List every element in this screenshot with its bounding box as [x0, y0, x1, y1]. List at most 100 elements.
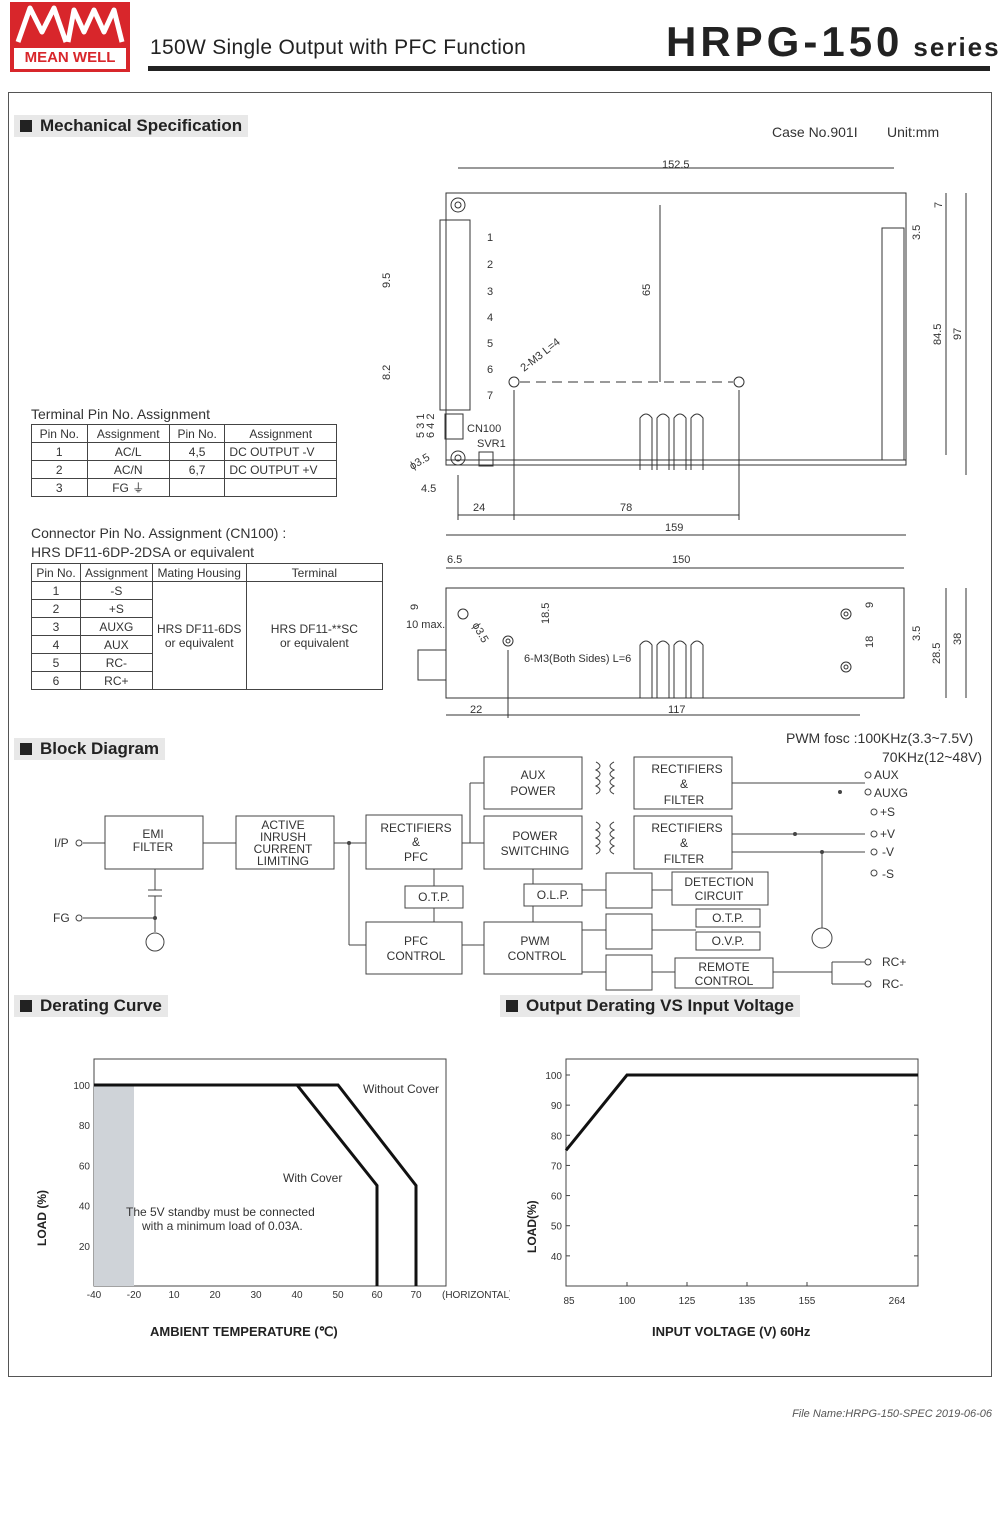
dim-text: 152.5	[662, 159, 690, 171]
x-tick-label: 30	[250, 1290, 262, 1301]
table-cell: -S	[80, 581, 153, 600]
rect-filter-label: &	[680, 777, 688, 791]
series-label: With Cover	[283, 1171, 342, 1185]
olp-label: O.L.P.	[537, 888, 569, 902]
table-cell: AUXG	[80, 617, 153, 636]
output-label: -V	[882, 845, 894, 859]
y-tick-label: 60	[551, 1192, 563, 1203]
dim-text: 3.5	[911, 626, 923, 641]
x-note: (HORIZONTAL)	[442, 1290, 510, 1301]
dim-text: 9.5	[381, 273, 393, 288]
y-axis-label: LOAD(%)	[525, 1200, 539, 1253]
table-header: Pin No.	[31, 563, 81, 582]
power-switching-label: SWITCHING	[501, 844, 570, 858]
mean-well-logo	[10, 2, 130, 72]
x-axis-label: INPUT VOLTAGE (V) 60Hz	[652, 1324, 811, 1339]
model-name: HRPG-150	[666, 18, 904, 65]
pwm-control-label: CONTROL	[508, 949, 567, 963]
content-frame	[8, 92, 992, 1377]
file-name-footer: File Name:HRPG-150-SPEC 2019-06-06	[792, 1408, 992, 1420]
dim-text: 6-M3(Both Sides) L=6	[524, 653, 631, 665]
plot-frame	[565, 1058, 919, 1287]
inrush-label: LIMITING	[257, 854, 309, 868]
connector-table: Pin No. Assignment Mating Housing Termin…	[31, 563, 384, 690]
rect-filter-label: FILTER	[664, 852, 705, 866]
dim-text: 10 max.	[406, 619, 445, 631]
series-line	[94, 1083, 379, 1286]
dim-text: 159	[665, 522, 683, 534]
terminal-part-cell: HRS DF11-**SC or equivalent	[245, 581, 384, 690]
output-label: RC-	[882, 977, 903, 991]
ovp-label: O.V.P.	[712, 934, 745, 948]
dim-text: 2-M3 L=4	[518, 336, 562, 374]
dim-text: 84.5	[932, 324, 944, 345]
terminal-part-line: or equivalent	[279, 635, 349, 650]
table-cell: AC/L	[86, 442, 170, 461]
dim-text: 150	[672, 554, 690, 566]
output-label: +V	[880, 827, 895, 841]
output-label: -S	[882, 867, 894, 881]
dim-text: 6.5	[447, 554, 462, 566]
table-cell: +S	[80, 599, 153, 618]
table-cell: 2	[31, 460, 88, 479]
table-cell: DC OUTPUT +V	[224, 460, 337, 479]
dim-text: CN100	[467, 423, 501, 435]
dim-text: 4.5	[421, 483, 436, 495]
cn-pins-label: 5 3 1	[415, 414, 427, 438]
dim-text: ϕ3.5	[469, 621, 490, 646]
emi-label: EMI	[142, 827, 163, 841]
dim-text: ϕ3.5	[408, 451, 433, 472]
x-axis-label: AMBIENT TEMPERATURE (℃)	[150, 1324, 338, 1339]
table-cell: 5	[31, 653, 81, 672]
pfc-control-label: CONTROL	[387, 949, 446, 963]
pin-label: 7	[487, 390, 493, 402]
otp1-label: O.T.P.	[418, 890, 450, 904]
y-tick-label: 50	[551, 1222, 563, 1233]
model-title: HRPG-150 series	[666, 18, 1000, 66]
y-tick-label: 100	[545, 1071, 562, 1082]
dim-text: 22	[470, 704, 482, 716]
mating-housing-cell: HRS DF11-6DS or equivalent	[151, 581, 247, 690]
table-cell: AC/N	[86, 460, 170, 479]
table-row: 2 AC/N 6,7 DC OUTPUT +V	[31, 460, 337, 479]
rect-filter-label: FILTER	[664, 793, 705, 807]
dim-text: 24	[473, 502, 485, 514]
dim-text: 65	[641, 284, 653, 296]
x-tick-label: 40	[291, 1290, 303, 1301]
y-axis-label: LOAD (%)	[35, 1190, 49, 1246]
table-header: Assignment	[224, 424, 337, 443]
table-cell: 1	[31, 581, 81, 600]
output-label: RC+	[882, 955, 906, 969]
dim-text: 9	[409, 604, 421, 610]
output-label: +S	[880, 805, 895, 819]
inrush-label: INRUSH	[260, 830, 306, 844]
pfc-control-label: PFC	[404, 934, 428, 948]
x-tick-label: 135	[739, 1296, 756, 1307]
section-derating: Derating Curve	[14, 995, 168, 1017]
unit-label: Unit:mm	[887, 124, 940, 140]
connector-title: Connector Pin No. Assignment (CN100) :	[31, 525, 287, 541]
y-tick-label: 70	[551, 1161, 563, 1172]
x-tick-label: 60	[371, 1290, 383, 1301]
remote-label: REMOTE	[698, 960, 749, 974]
table-cell: 1	[31, 442, 88, 461]
table-header: Terminal	[245, 563, 384, 582]
dim-text: 18	[864, 636, 876, 648]
table-cell: FG ⏚	[86, 478, 170, 497]
series-word: series	[913, 32, 1000, 62]
table-header: Pin No.	[31, 424, 88, 443]
section-output-derating: Output Derating VS Input Voltage	[500, 995, 800, 1017]
mechanical-side-view: 6.5 150 9 10 max. ϕ3.5 18.5 6-M3(Both Si…	[406, 554, 967, 718]
mating-housing-line: or equivalent	[164, 635, 234, 650]
case-number: Case No.901I	[772, 124, 858, 140]
power-switching-label: POWER	[512, 829, 558, 843]
x-tick-label: 50	[332, 1290, 344, 1301]
table-header: Mating Housing	[151, 563, 247, 582]
chart-note: The 5V standby must be connected	[126, 1205, 315, 1219]
output-label: AUX	[874, 768, 899, 782]
table-header: Assignment	[80, 563, 153, 582]
terminal-title: Terminal Pin No. Assignment	[31, 406, 210, 422]
